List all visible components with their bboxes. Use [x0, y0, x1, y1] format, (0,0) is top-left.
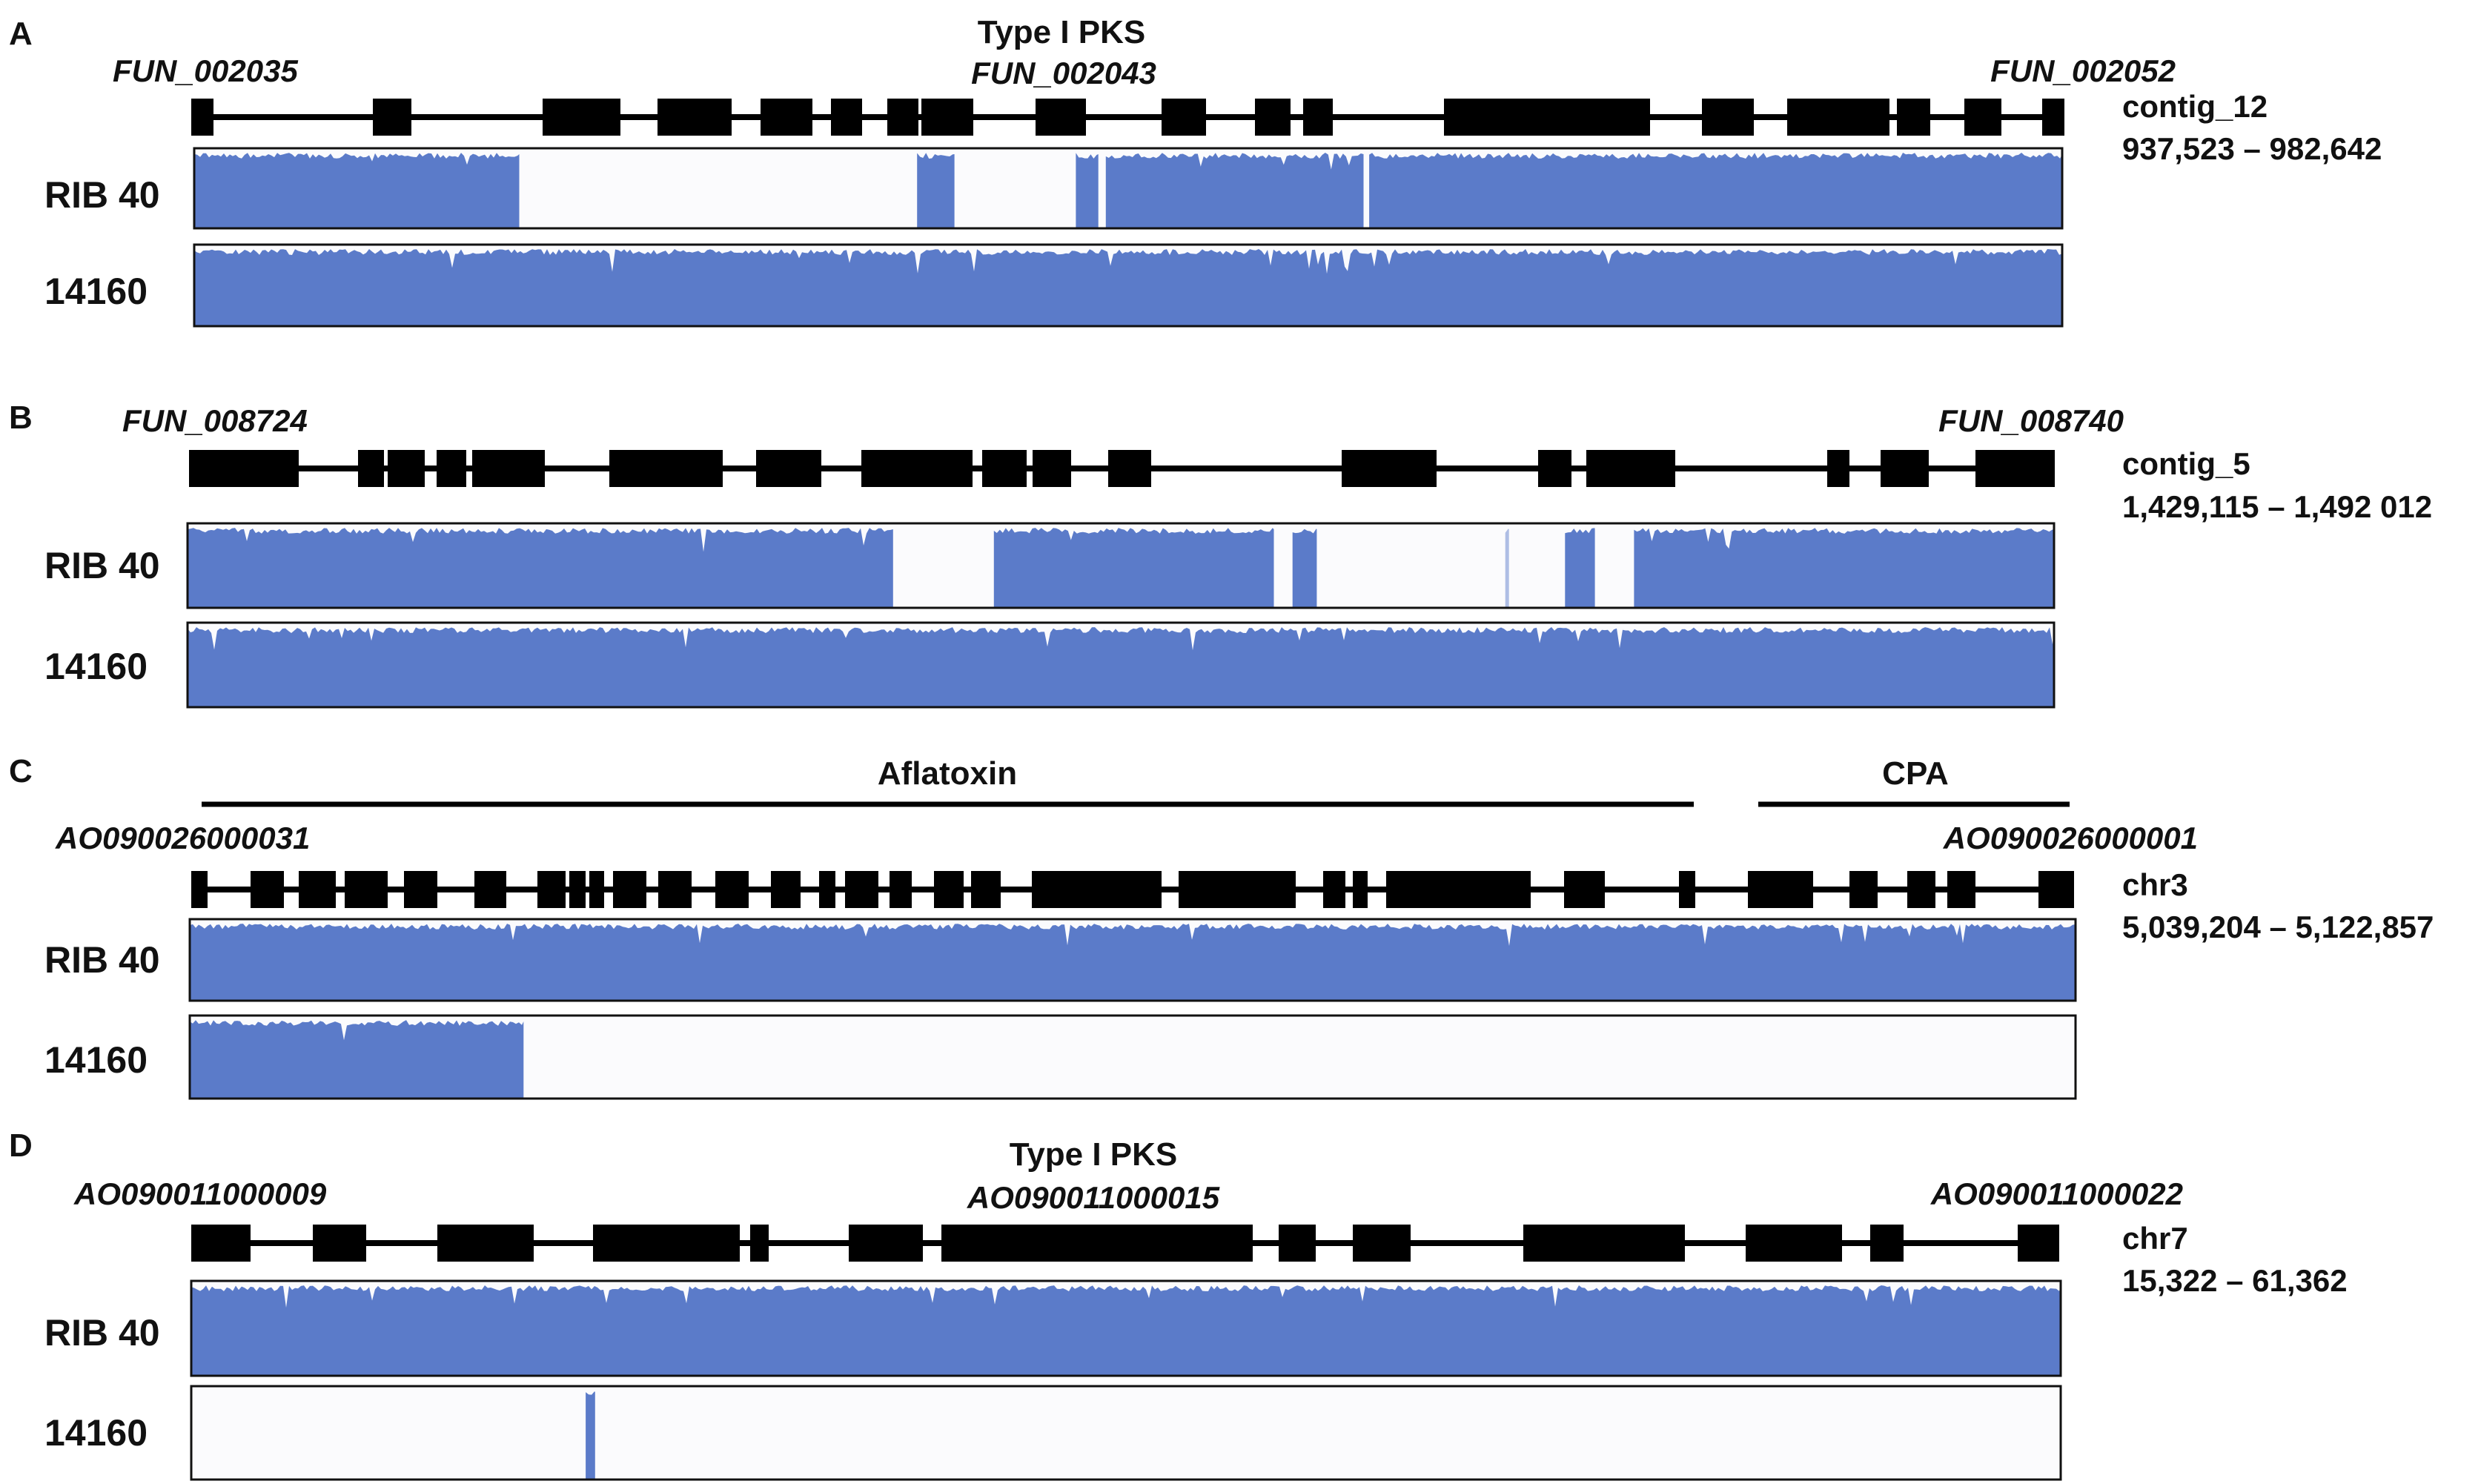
coverage-segment-0 — [188, 627, 2054, 707]
track-label-rib40-d: RIB 40 — [44, 1312, 160, 1354]
location-range-c: 5,039,204 – 5,122,857 — [2122, 910, 2434, 944]
gene-label-ao090026000031: AO090026000031 — [55, 821, 310, 855]
gene-label-fun-002052: FUN_002052 — [1990, 53, 2176, 88]
coverage-segment-1 — [917, 153, 955, 228]
cluster-label-aflatoxin: Aflatoxin — [878, 755, 1017, 792]
coverage-track-border — [188, 918, 2077, 1002]
coverage-segment-4 — [1369, 153, 2062, 228]
gene-label-fun-002035: FUN_002035 — [113, 53, 298, 88]
coverage-track-border — [190, 1385, 2062, 1481]
location-contig-a: contig_12 — [2122, 89, 2268, 124]
gene-map-d — [191, 1225, 2059, 1262]
coverage-track-border — [190, 1279, 2062, 1377]
coverage-segment-0 — [194, 249, 2062, 326]
gene-label-fun-002043: FUN_002043 — [971, 56, 1156, 90]
panel-letter-d: D — [9, 1127, 33, 1164]
location-contig-b: contig_5 — [2122, 446, 2250, 481]
coverage-segment-0 — [190, 924, 2076, 1001]
coverage-track-border — [193, 243, 2064, 328]
coverage-track-background — [191, 1386, 2061, 1480]
track-label-14160-b: 14160 — [44, 646, 148, 687]
coverage-segment-4 — [1565, 528, 1595, 608]
cluster-label-type1-pks-a: Type I PKS — [978, 14, 1146, 50]
coverage-track-rib40-d — [190, 1279, 2062, 1377]
coverage-track-14160-c — [188, 1014, 2077, 1100]
coverage-segment-0 — [191, 1285, 2061, 1376]
track-label-rib40-a: RIB 40 — [44, 174, 160, 216]
coverage-track-14160-a — [193, 243, 2064, 328]
gene-label-ao090011000022: AO090011000022 — [1930, 1176, 2183, 1211]
coverage-track-rib40-a — [193, 147, 2064, 230]
track-label-14160-d: 14160 — [44, 1412, 148, 1454]
coverage-track-border — [188, 1014, 2077, 1100]
panel-letter-b: B — [9, 400, 33, 436]
panel-d: D Type I PKS AO090011000009 AO0900110000… — [9, 1127, 2348, 1481]
gene-label-fun-008724: FUN_008724 — [122, 403, 308, 438]
coverage-track-14160-d — [190, 1385, 2062, 1481]
panel-b: B FUN_008724 FUN_008740 contig_5 1,429,1… — [9, 400, 2432, 709]
coverage-track-border — [193, 147, 2064, 230]
gene-label-ao090011000009: AO090011000009 — [73, 1176, 327, 1211]
gene-map-c — [191, 871, 2074, 908]
location-contig-d: chr7 — [2122, 1221, 2188, 1256]
coverage-segment-2 — [1292, 529, 1317, 608]
coverage-segment-2 — [1076, 153, 1099, 228]
location-contig-c: chr3 — [2122, 867, 2188, 902]
coverage-segment-0 — [194, 153, 520, 228]
gene-map-a — [191, 99, 2064, 136]
cluster-label-cpa: CPA — [1882, 755, 1949, 792]
coverage-track-14160-b — [186, 621, 2056, 709]
location-range-d: 15,322 – 61,362 — [2122, 1263, 2348, 1298]
gene-label-ao090026000001: AO090026000001 — [1943, 821, 2198, 855]
coverage-track-rib40-b — [186, 522, 2056, 609]
gene-map-b — [189, 450, 2055, 487]
coverage-track-border — [186, 522, 2056, 609]
coverage-track-rib40-c — [188, 918, 2077, 1002]
track-label-rib40-c: RIB 40 — [44, 939, 160, 981]
gene-label-ao090011000015: AO090011000015 — [967, 1180, 1220, 1215]
panel-letter-a: A — [9, 16, 33, 52]
track-label-14160-a: 14160 — [44, 271, 148, 312]
location-range-a: 937,523 – 982,642 — [2122, 131, 2382, 166]
panel-c: C Aflatoxin CPA AO090026000031 AO0900260… — [9, 753, 2434, 1100]
coverage-segment-5 — [1634, 528, 2054, 608]
panel-a: A Type I PKS FUN_002035 FUN_002043 FUN_0… — [9, 14, 2382, 328]
coverage-segment-3 — [1505, 529, 1509, 608]
panel-letter-c: C — [9, 753, 33, 789]
track-label-rib40-b: RIB 40 — [44, 545, 160, 586]
coverage-segment-3 — [1105, 153, 1364, 228]
location-range-b: 1,429,115 – 1,492 012 — [2122, 489, 2432, 524]
coverage-track-border — [186, 621, 2056, 709]
coverage-segment-0 — [190, 1020, 524, 1099]
coverage-segment-1 — [993, 528, 1274, 608]
track-label-14160-c: 14160 — [44, 1039, 148, 1081]
gene-label-fun-008740: FUN_008740 — [1938, 403, 2124, 438]
cluster-label-type1-pks-d: Type I PKS — [1010, 1136, 1178, 1173]
coverage-segment-0 — [586, 1391, 595, 1480]
coverage-segment-0 — [188, 528, 893, 608]
